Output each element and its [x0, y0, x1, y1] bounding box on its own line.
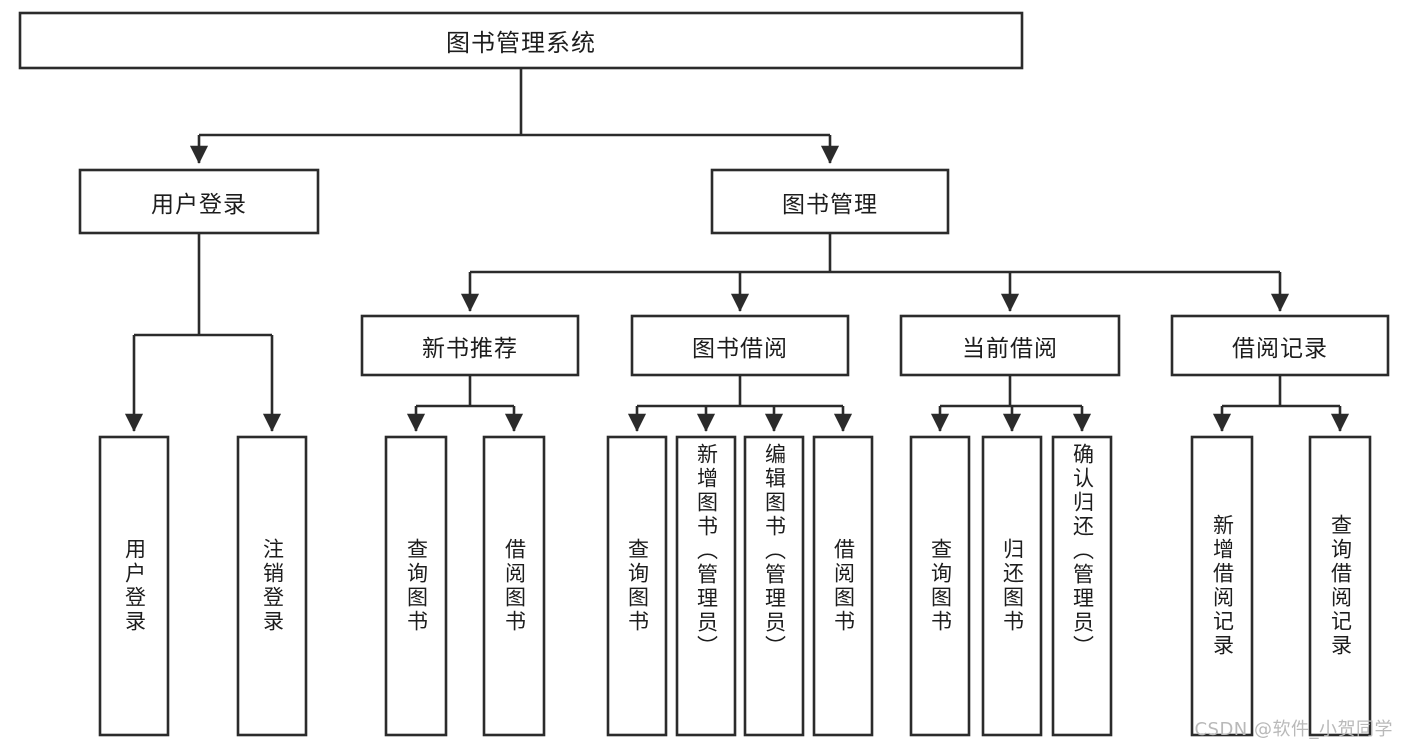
- node-leaf-query-book-current[interactable]: [909, 435, 971, 737]
- node-leaf-borrow-book[interactable]: [812, 435, 874, 737]
- node-leaf-query-borrow-record[interactable]: [1308, 435, 1372, 737]
- node-leaf-return-book[interactable]: [981, 435, 1043, 737]
- node-leaf-user-login[interactable]: [98, 435, 170, 737]
- node-root-book-management-system[interactable]: [18, 11, 1024, 70]
- node-leaf-borrow-book-rec[interactable]: [482, 435, 546, 737]
- node-leaf-confirm-return-admin[interactable]: [1051, 435, 1113, 737]
- node-leaf-edit-book-admin[interactable]: [743, 435, 805, 737]
- node-book-management[interactable]: [710, 168, 950, 235]
- node-new-book-recommend[interactable]: [360, 314, 580, 377]
- node-leaf-add-borrow-record[interactable]: [1190, 435, 1254, 737]
- node-leaf-add-book-admin[interactable]: [675, 435, 737, 737]
- node-leaf-logout[interactable]: [236, 435, 308, 737]
- node-leaf-query-book-borrow[interactable]: [606, 435, 668, 737]
- node-borrow-record[interactable]: [1170, 314, 1390, 377]
- csdn-watermark: CSDN @软件_小贺同学: [1194, 719, 1393, 740]
- node-user-login[interactable]: [78, 168, 320, 235]
- node-book-borrow[interactable]: [630, 314, 850, 377]
- node-leaf-query-book-rec[interactable]: [384, 435, 448, 737]
- node-current-borrow[interactable]: [899, 314, 1121, 377]
